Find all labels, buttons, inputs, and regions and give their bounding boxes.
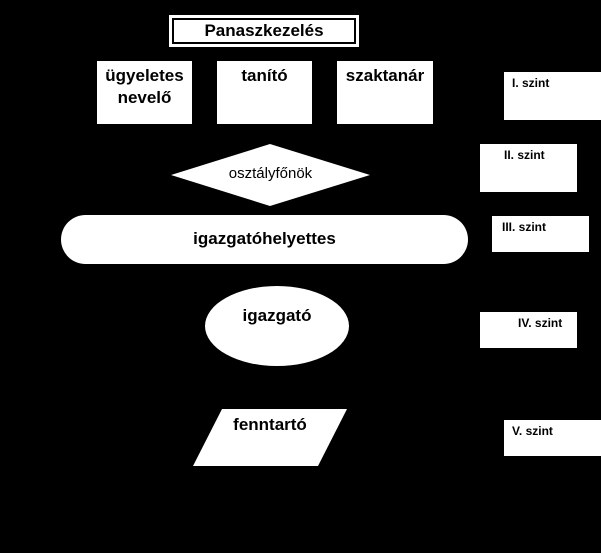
level-label: I. szint (512, 76, 550, 90)
level-box-1: I. szint (504, 72, 601, 120)
parallelogram-label: fenntartó (233, 415, 307, 434)
level-box-5: V. szint (504, 420, 601, 456)
parallelogram-shape (193, 409, 347, 466)
role-label: szaktanár (345, 66, 425, 85)
diamond-shape (171, 144, 370, 206)
ellipse-node: igazgató (205, 286, 349, 366)
role-box-tanito: tanító (217, 61, 312, 124)
level-box-3: III. szint (492, 216, 589, 252)
level-label: IV. szint (518, 316, 563, 330)
diagram-title: Panaszkezelés (172, 18, 356, 44)
level-box-2: II. szint (480, 144, 577, 192)
role-box-szaktanar: szaktanár (337, 61, 433, 124)
ellipse-label: igazgató (242, 306, 312, 325)
role-box-ugyeletes-nevelo: ügyeletes nevelő (97, 61, 192, 124)
level-label: III. szint (502, 220, 547, 234)
pill-node: igazgatóhelyettes (61, 215, 468, 264)
diagram-title-box: Panaszkezelés (168, 14, 360, 48)
role-label: tanító (241, 66, 288, 85)
ellipse-shape (205, 286, 349, 366)
pill-shape (61, 215, 468, 264)
role-label: ügyeletes nevelő (105, 66, 184, 107)
level-label: V. szint (512, 424, 553, 438)
parallelogram-node: fenntartó (193, 409, 347, 466)
pill-label: igazgatóhelyettes (193, 229, 336, 248)
level-box-4: IV. szint (480, 312, 577, 348)
diamond-label: osztályfőnök (228, 165, 313, 182)
level-label: II. szint (504, 148, 545, 162)
diamond-node: osztályfőnök (171, 144, 370, 206)
